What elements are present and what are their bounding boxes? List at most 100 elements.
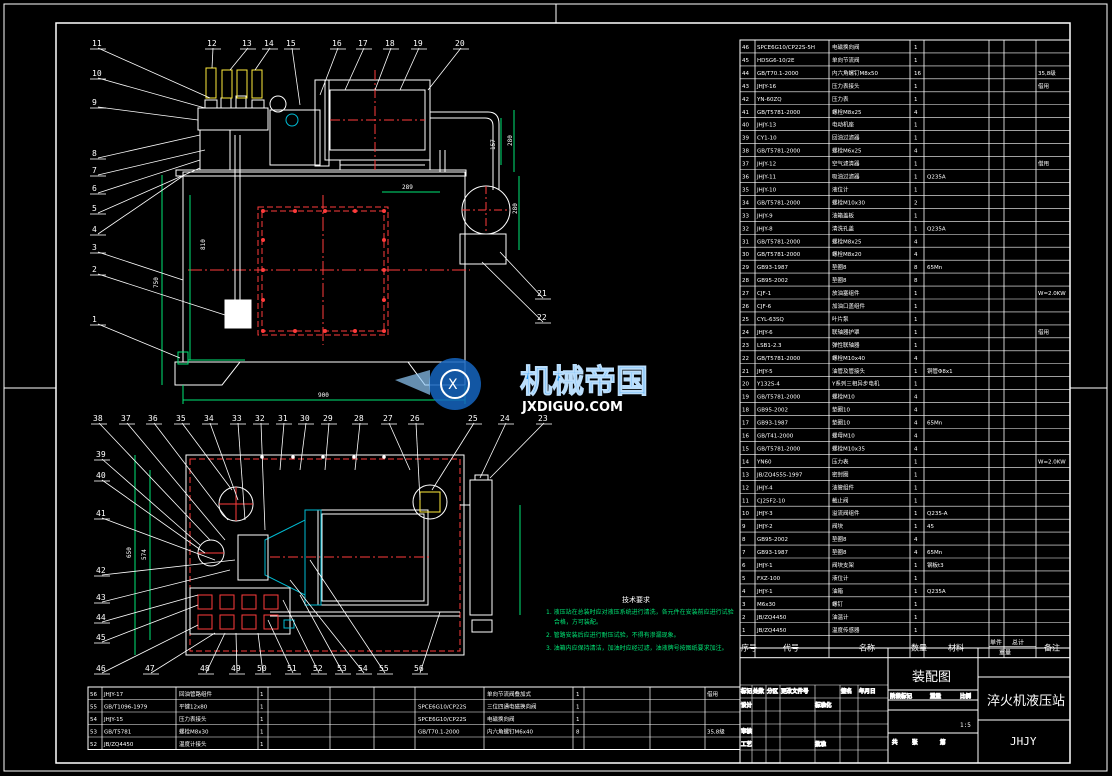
bom-name: 油管及管接头 xyxy=(832,367,866,375)
title-block-label: 分区 xyxy=(767,687,779,695)
bom-qty: 8 xyxy=(914,278,918,284)
bom-seq: 40 xyxy=(742,123,749,129)
bottom-balloon-45: 45 xyxy=(96,633,106,642)
bom-material: Q235A xyxy=(927,226,946,232)
bom-name: 螺栓M10x35 xyxy=(832,444,865,452)
bottom-balloon-37: 37 xyxy=(121,414,131,423)
top-balloon-2: 2 xyxy=(92,265,97,274)
title-block-label: 处数 xyxy=(753,687,765,695)
top-leader-7 xyxy=(97,149,206,176)
bom-seq: 16 xyxy=(742,434,749,440)
bom2-cell-right: 三位四通电磁换向阀 xyxy=(487,703,537,711)
bottom-leader-54 xyxy=(289,579,365,674)
top-leader-19 xyxy=(399,47,420,91)
bom2-cell: JHJY-15 xyxy=(103,717,124,723)
bottom-leader-26 xyxy=(415,422,421,501)
top-balloon-15: 15 xyxy=(286,39,296,48)
bom-seq: 7 xyxy=(742,550,746,556)
bom2-cell-right: 内六角螺钉M6x40 xyxy=(487,728,533,736)
bom-code: JHJY-16 xyxy=(756,84,777,90)
bom-remark: 借用 xyxy=(1038,328,1049,336)
bom-qty: 1 xyxy=(914,58,918,64)
bom-seq: 42 xyxy=(742,97,749,103)
top-balloon-14: 14 xyxy=(264,39,274,48)
bom-seq: 34 xyxy=(742,200,749,206)
bom-name: 螺栓M10 xyxy=(832,393,855,401)
bottom-leader-34 xyxy=(209,422,239,501)
bom-name: 螺栓M10x40 xyxy=(832,354,865,362)
bottom-balloon-52: 52 xyxy=(313,664,323,673)
bottom-leader-43 xyxy=(101,569,231,603)
bom-code: SPCE6G10/CP22S-5H xyxy=(757,45,815,51)
drawing-code: JHJY xyxy=(1010,735,1037,748)
bom2-cell-right: 1 xyxy=(576,717,580,723)
bom-name: 阀块支架 xyxy=(832,561,855,569)
bottom-leader-38 xyxy=(98,422,211,541)
bom-name: 螺栓M8x25 xyxy=(832,108,862,116)
bom-code: GB/T5781-2000 xyxy=(757,149,801,155)
bom2-cell-right: GB/T70.1-2000 xyxy=(418,730,460,736)
bottom-leader-23 xyxy=(489,422,545,479)
bom-qty: 4 xyxy=(914,110,918,116)
bottom-balloon-54: 54 xyxy=(358,664,368,673)
title-block-label: 阶段标记 xyxy=(890,692,913,700)
bom2-cell: 温度计接头 xyxy=(179,740,207,748)
bom-code: CJ25F2-10 xyxy=(757,498,786,504)
bom-qty: 1 xyxy=(914,291,918,297)
bom-code: GB/T41-2000 xyxy=(757,434,794,440)
bottom-balloon-43: 43 xyxy=(96,593,106,602)
watermark-text-cn: 机械帝国 xyxy=(520,362,648,400)
bom-qty: 1 xyxy=(914,524,918,530)
title-block-label: 更改文件号 xyxy=(781,687,809,695)
title-block-label: 标准化 xyxy=(815,701,832,709)
dim-289: 289 xyxy=(402,184,413,191)
bom-material: Q235-A xyxy=(927,511,948,517)
top-leader-17 xyxy=(344,47,365,91)
bom-seq: 14 xyxy=(742,459,749,465)
bom-qty: 16 xyxy=(914,71,921,77)
bottom-leader-28 xyxy=(354,422,361,471)
top-leader-16 xyxy=(319,47,339,96)
bom-code: JHJY-1 xyxy=(756,589,773,595)
title-block-label: 设计 xyxy=(741,701,753,709)
bottom-leader-37 xyxy=(126,422,226,541)
tech-note-line-2: 合格，方可装配。 xyxy=(546,618,602,626)
bom-seq: 26 xyxy=(742,304,749,310)
bom-seq: 21 xyxy=(742,369,749,375)
bom-name: 垫圈8 xyxy=(832,276,847,284)
title-block-label: 工艺 xyxy=(741,741,753,748)
bom-name: 密封圈 xyxy=(832,470,849,478)
top-balloon-10: 10 xyxy=(92,69,102,78)
bom-seq: 9 xyxy=(742,524,746,530)
bottom-balloon-41: 41 xyxy=(96,509,106,518)
bom-name: 螺栓M8x20 xyxy=(832,250,862,258)
top-balloon-16: 16 xyxy=(332,39,342,48)
bom-seq: 12 xyxy=(742,485,749,491)
bottom-leader-44 xyxy=(101,594,199,623)
bom2-cell: JB/ZQ4450 xyxy=(103,742,134,748)
bom-code: YN60 xyxy=(756,459,772,465)
dim-900: 900 xyxy=(318,392,329,399)
bom-material: 65Mn xyxy=(927,265,943,271)
bottom-leader-53 xyxy=(299,594,344,674)
top-balloon-9: 9 xyxy=(92,98,97,107)
top-leader-10 xyxy=(97,77,206,109)
bottom-balloon-47: 47 xyxy=(145,664,155,673)
bom-code: GB93-1987 xyxy=(757,265,789,271)
bom-qty: 4 xyxy=(914,421,918,427)
bottom-balloon-24: 24 xyxy=(500,414,510,423)
bom2-cell: 平键12x80 xyxy=(179,703,208,711)
bottom-leader-52 xyxy=(282,599,320,674)
bom-code: JHJY-8 xyxy=(756,226,773,232)
top-balloon-20: 20 xyxy=(455,39,465,48)
bom-name: 溢流阀组件 xyxy=(832,509,860,517)
